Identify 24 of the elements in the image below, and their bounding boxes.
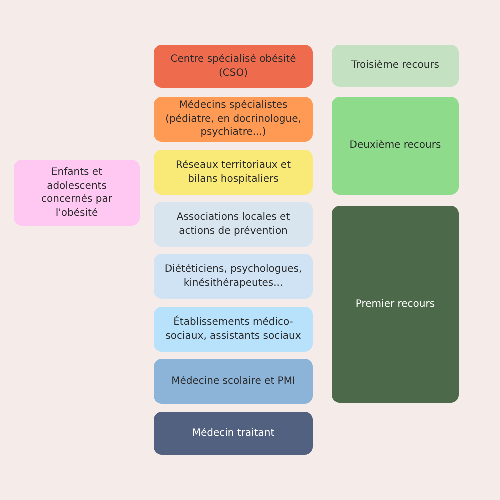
- box-label: Centre spécialisé obésité (CSO): [170, 53, 298, 80]
- box-label: Enfants et adolescents concernés par l'obésité: [40, 166, 114, 220]
- box-label: Diététiciens, psychologues, kinésithérapeutes...: [164, 263, 304, 290]
- box-label: Médecin traitant: [192, 426, 275, 440]
- box-label: Réseaux territoriaux et bilans hospitaliers: [174, 159, 292, 186]
- box-label: Troisième recours: [352, 59, 440, 73]
- category-box: [332, 206, 459, 403]
- box-label: Médecins spécialistes (pédiatre, en docrinologue, psychiatre...): [164, 99, 302, 140]
- box-label: Premier recours: [356, 298, 436, 312]
- box-label: Deuxième recours: [350, 139, 442, 153]
- category-box: [154, 359, 313, 404]
- box-label: Médecine scolaire et PMI: [172, 374, 296, 388]
- category-box: [154, 150, 313, 195]
- category-box: [332, 97, 459, 195]
- box-label: Établissements médico-sociaux, assistants sociaux: [164, 316, 302, 343]
- category-box: [154, 45, 313, 88]
- category-box: [154, 97, 313, 142]
- category-box: [154, 307, 313, 352]
- category-box: [154, 254, 313, 299]
- category-box: [332, 45, 459, 87]
- category-box: [154, 202, 313, 247]
- category-box: [14, 160, 140, 226]
- box-label: Associations locales et actions de prévention: [176, 211, 292, 238]
- category-box: [154, 412, 313, 455]
